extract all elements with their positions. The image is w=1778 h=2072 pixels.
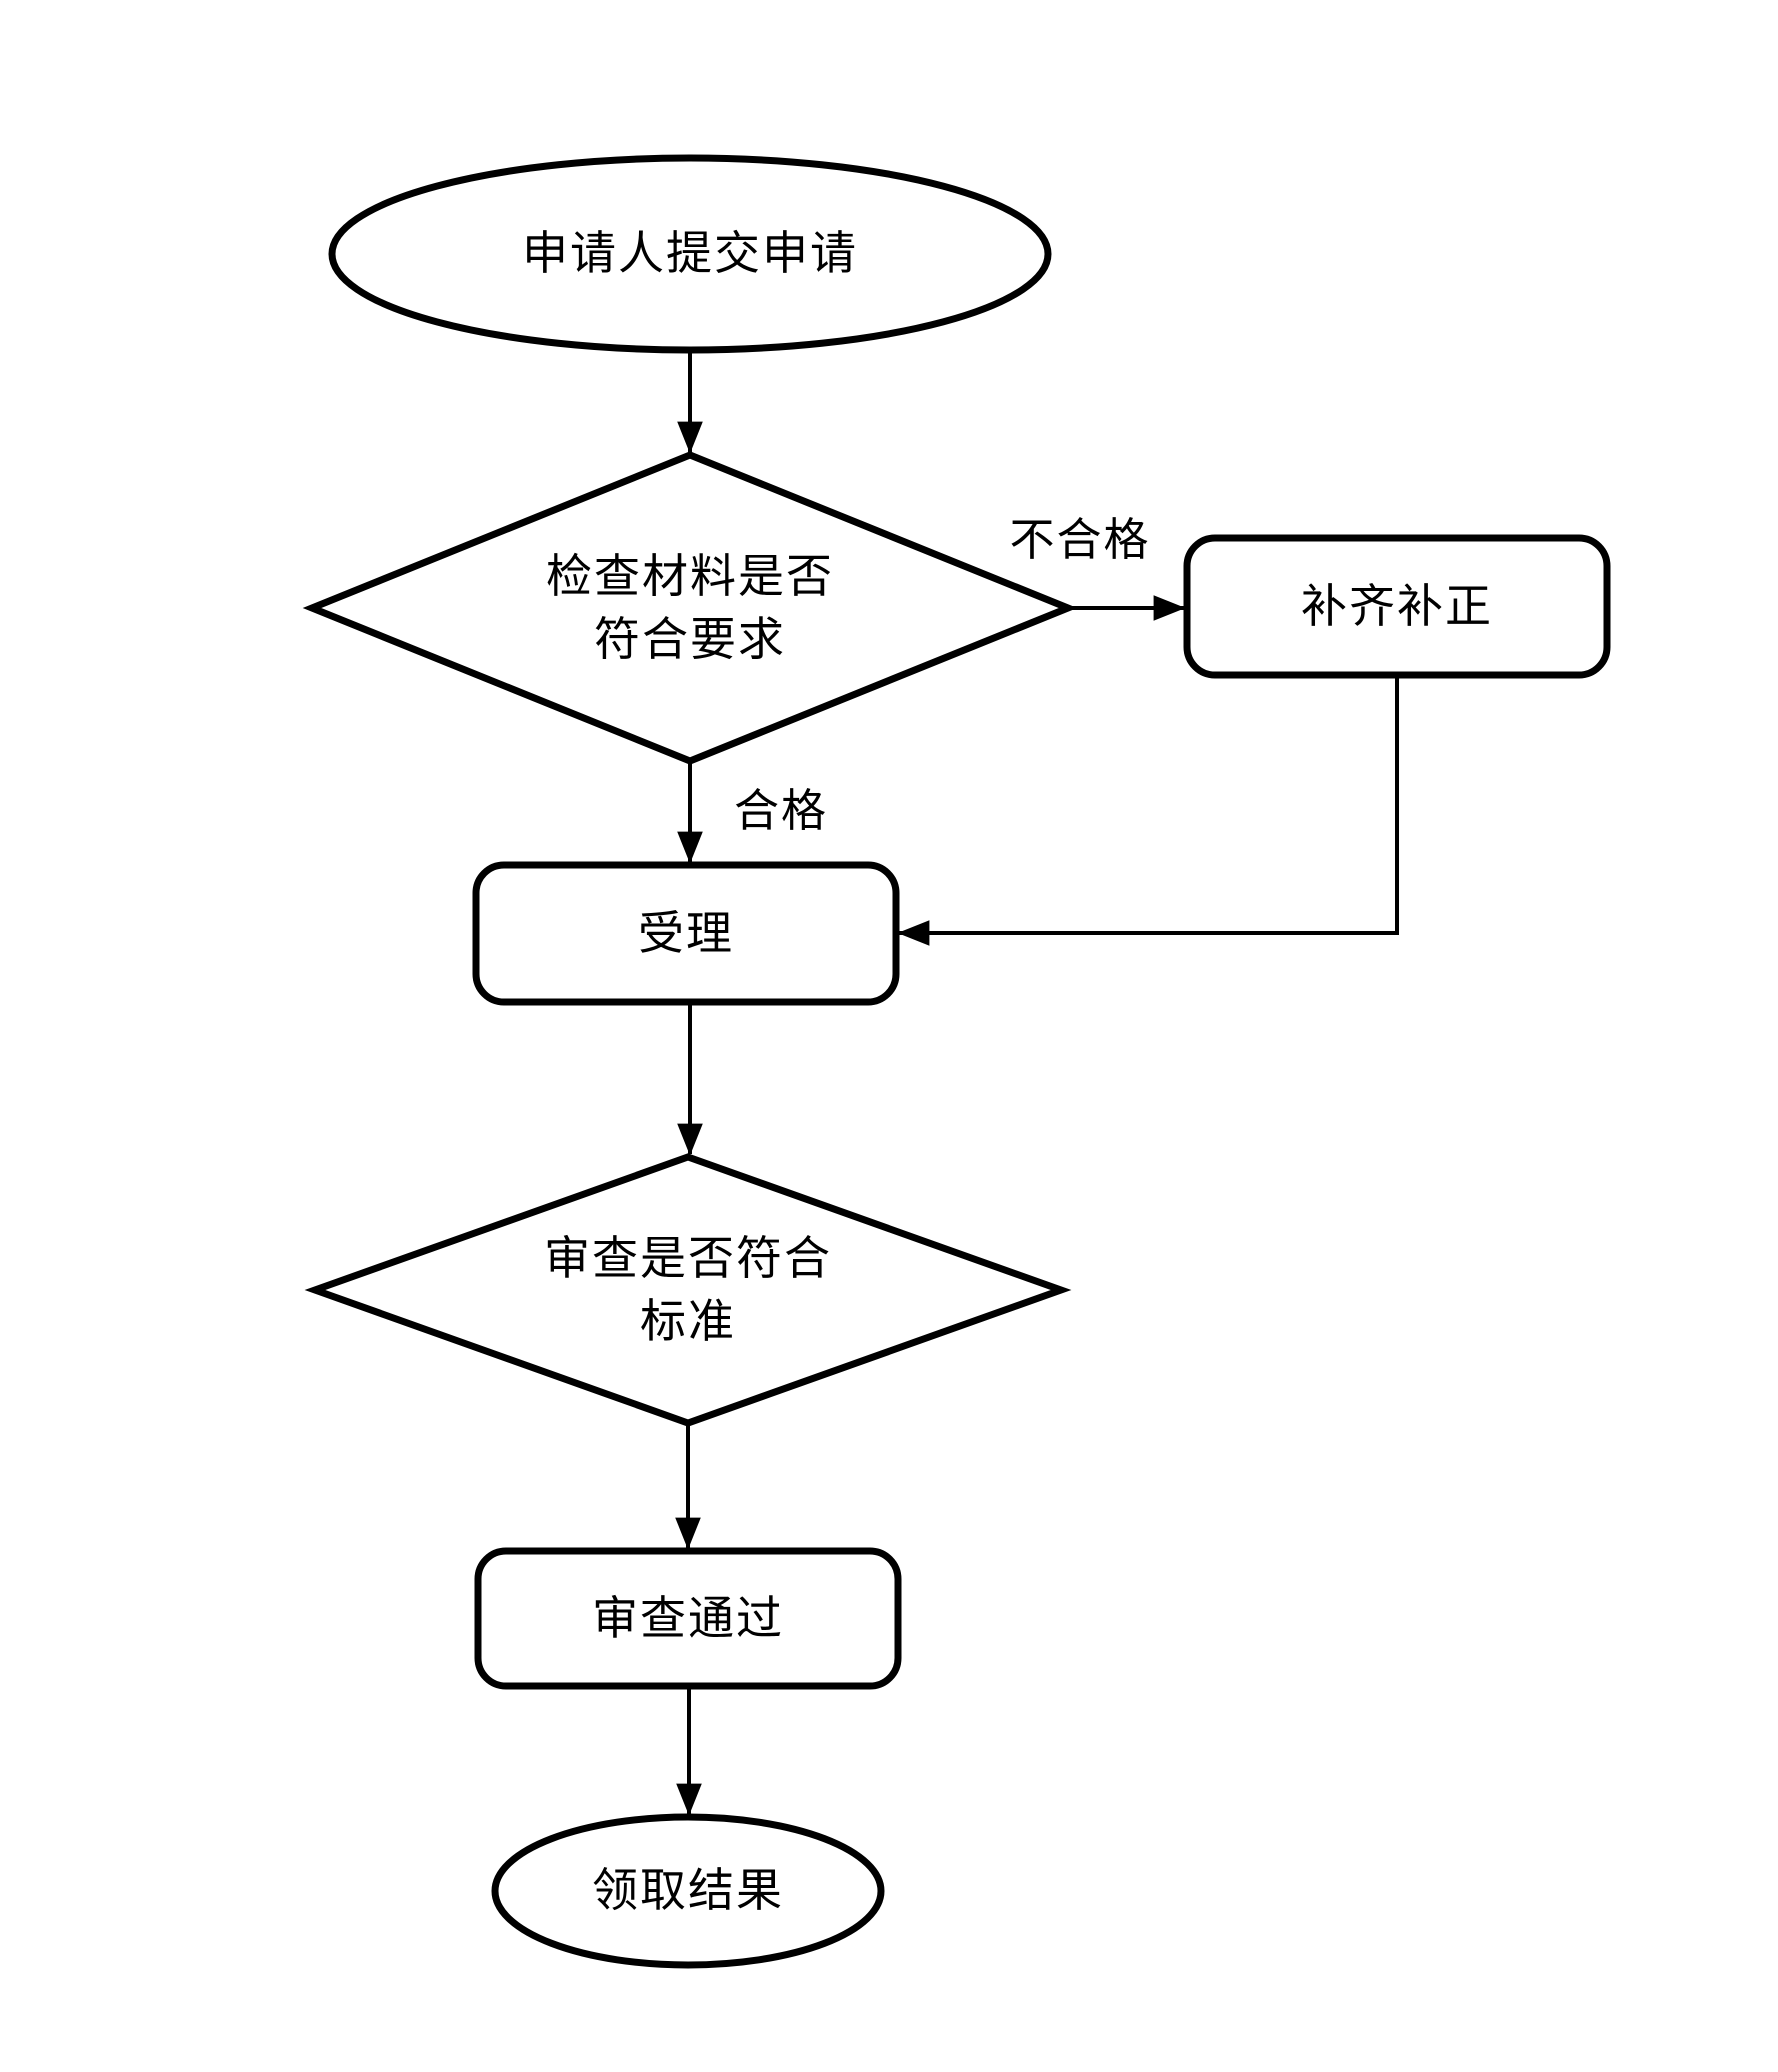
- accept-node-label: 受理: [638, 907, 734, 959]
- accept-node-shape: [472, 861, 900, 1006]
- decision-review-shape: [304, 1153, 1072, 1427]
- decision-check-label: 检查材料是否 符合要求: [546, 550, 834, 665]
- arrow-supplement-to-accept: [897, 675, 1399, 946]
- edge-label-qualified: 合格: [733, 785, 828, 836]
- decision-check-shape: [302, 451, 1078, 765]
- review-passed-node-label: 审查通过: [592, 1592, 784, 1644]
- start-node-label: 申请人提交申请: [522, 228, 858, 280]
- edge-label-unqualified: 不合格: [1009, 514, 1151, 565]
- review-passed-node-shape: [474, 1547, 902, 1690]
- decision-review-label: 审查是否符合 标准: [544, 1232, 832, 1347]
- supplement-node-shape: [1183, 534, 1611, 679]
- end-node-label: 领取结果: [592, 1865, 784, 1917]
- supplement-node-label: 补齐补正: [1301, 580, 1493, 632]
- start-node-shape: [328, 154, 1052, 354]
- end-node-shape: [491, 1813, 885, 1969]
